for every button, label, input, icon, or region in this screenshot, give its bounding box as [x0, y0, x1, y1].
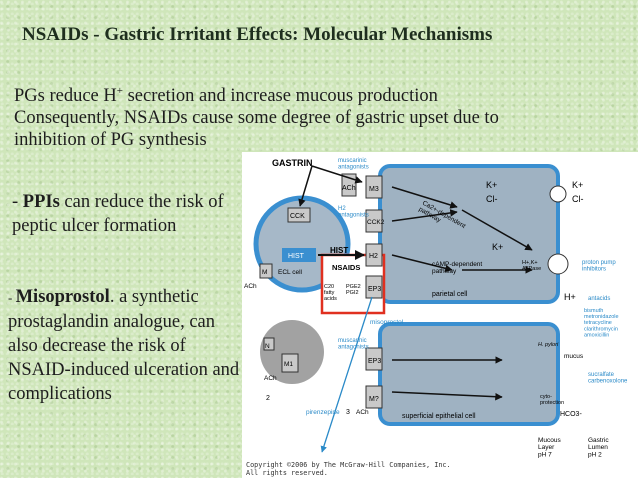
ach-bottom-label: ACh [264, 375, 277, 382]
superficial-cell-label: superficial epithelial cell [402, 413, 476, 420]
slide-title: NSAIDs - Gastric Irritant Effects: Molec… [22, 24, 493, 45]
m1-receptor-shape [281, 353, 299, 373]
cck2-receptor-shape [365, 209, 383, 233]
gastrin-label: GASTRIN [272, 158, 313, 168]
n-receptor-shape [263, 337, 275, 351]
k-plus-2-label: K+ [492, 242, 503, 252]
neuron-shape [260, 320, 324, 384]
cl-minus-out-label: Cl- [572, 194, 584, 204]
m-label: M [262, 269, 267, 276]
ca-arrow [461, 209, 533, 251]
parietal-cell-label: parietal cell [432, 291, 468, 298]
ep3-receptor-shape [365, 275, 383, 299]
k-plus-out-label: K+ [572, 180, 583, 190]
cck2-label: CCK2 [367, 219, 385, 226]
hist-box-label: HIST [288, 253, 305, 260]
hk-atpase-label: H+,K+ATPase [522, 260, 541, 272]
ecl-cell-label: ECL cell [278, 269, 303, 276]
m-bottom-receptor-shape [365, 385, 383, 409]
misoprostol-dash: - [8, 290, 16, 305]
ppi-dash: - [12, 192, 23, 212]
parietal-cell-shape [378, 164, 560, 304]
num-3-label: 3 [346, 409, 350, 416]
h-pylori-label: H. pylori [538, 342, 559, 348]
intro-line-3: inhibition of PG synthesis [14, 130, 207, 151]
misoprostol-label: misoprostol [370, 319, 404, 326]
ppi-bullet: - PPIs can reduce the risk of peptic ulc… [12, 190, 242, 238]
intro-line-1-superscript: + [116, 85, 123, 97]
ep3-label: EP3 [368, 286, 381, 293]
intro-line-1-rest: secretion and increase mucous production [122, 86, 438, 107]
misoprostol-bold-term: Misoprostol [15, 287, 110, 307]
intro-paragraph: PGs reduce H+ secretion and increase muc… [14, 80, 629, 151]
misoprostol-text: . a synthetic prostaglandin analogue, ca… [8, 287, 240, 404]
hist-arrow-label: HIST [330, 246, 348, 255]
h2-receptor-shape [365, 243, 383, 267]
m3-pathway-arrow [391, 186, 458, 209]
hco3-label: HCO3- [560, 411, 582, 418]
ach-label: ACh [342, 185, 356, 192]
m-bottom-label: M? [369, 396, 379, 403]
copyright-notice: Copyright ©2006 by The McGraw-Hill Compa… [246, 461, 451, 477]
ep3-bottom-label: EP3 [368, 358, 381, 365]
hist-box-shape [282, 248, 316, 262]
cl-minus-label: Cl- [486, 194, 498, 204]
superficial-cell-shape [378, 322, 560, 426]
misoprostol-bullet: - Misoprostol. a synthetic prostaglandin… [8, 285, 243, 406]
pirenzepine-label: pirenzepine [306, 409, 340, 416]
cck-receptor-shape [287, 207, 311, 223]
intro-line-1-text: PGs reduce H [14, 86, 117, 107]
ach-left-label: ACh [244, 283, 257, 290]
n-label: N [265, 343, 270, 350]
m1-label: M1 [284, 361, 293, 368]
kcl-channel-shape [549, 185, 567, 203]
nsaids-label: NSAIDS [332, 263, 360, 272]
m3-label: M3 [369, 186, 379, 193]
cck2-pathway-arrow [391, 209, 458, 222]
atpase-pump-shape [547, 253, 569, 275]
gastrin-to-ecl-arrow [298, 165, 313, 207]
m3-receptor-shape [365, 175, 383, 199]
gastrin-arrow [311, 165, 363, 184]
h-plus-label: H+ [564, 292, 576, 302]
h2-pathway-arrow [391, 254, 453, 273]
ppi-text: can reduce the risk of peptic ulcer form… [12, 192, 224, 236]
cyto-protection-label: cyto-protection [540, 394, 564, 406]
antacids-label: antacids [588, 296, 610, 302]
cck-label: CCK [290, 213, 305, 220]
mucus-label: mucus [564, 353, 584, 360]
superficial-arrow-2 [391, 391, 503, 401]
ep3-bottom-receptor-shape [365, 347, 383, 371]
intro-line-2: Consequently, NSAIDs cause some degree o… [14, 108, 499, 129]
intro-line-1: PGs reduce H+ secretion and increase muc… [14, 80, 629, 107]
ppi-bold-term: PPIs [22, 192, 60, 212]
num-2-label: 2 [266, 395, 270, 402]
h2-label: H2 [369, 253, 378, 260]
ach-bottom2-label: ACh [356, 409, 369, 416]
pge-arrow [320, 296, 373, 453]
k-plus-label: K+ [486, 180, 497, 190]
m-receptor-shape [259, 263, 273, 279]
